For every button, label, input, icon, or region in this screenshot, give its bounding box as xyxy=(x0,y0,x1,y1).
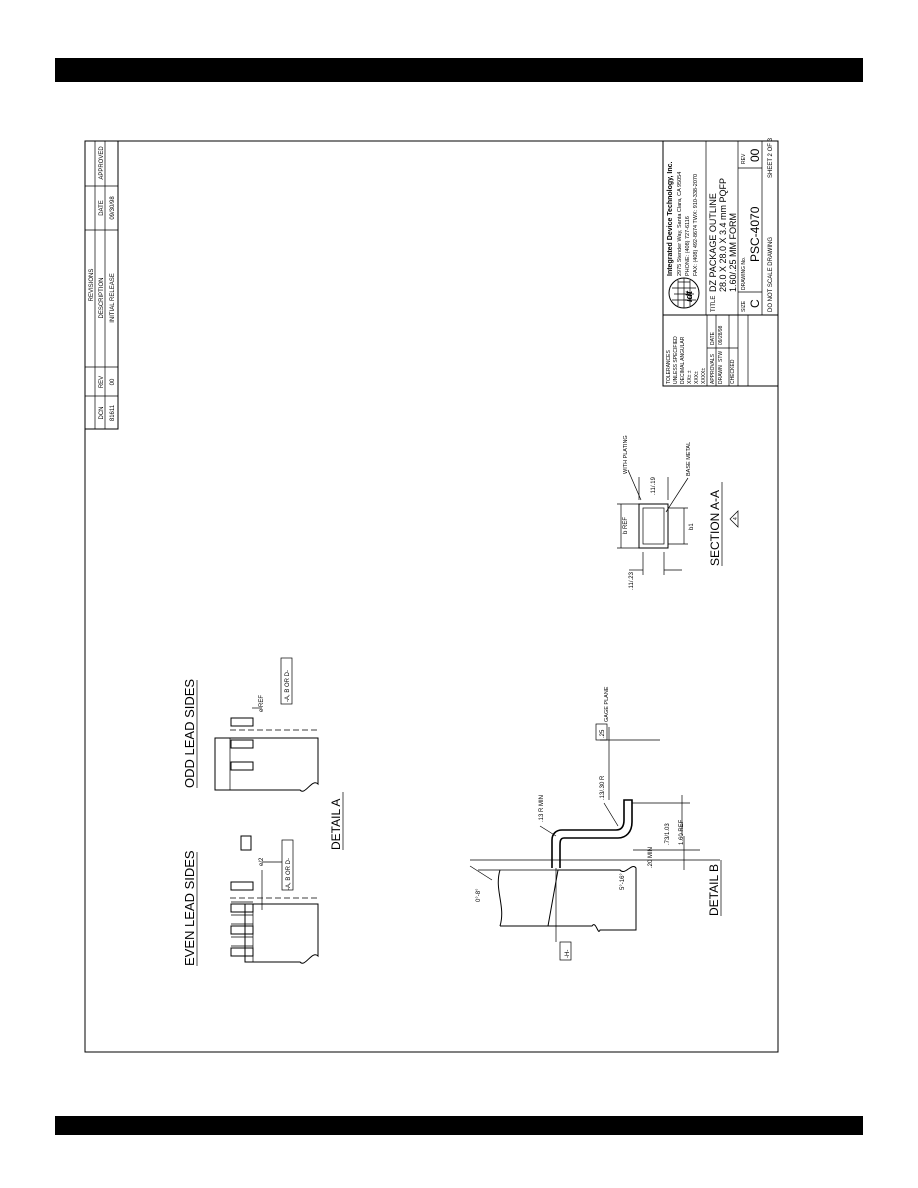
revisions-block: REVISIONS DCN REV DESCRIPTION DATE APPRO… xyxy=(84,140,119,430)
company-address: 2975 Stender Way, Santa Clara, CA 95054 xyxy=(677,172,683,276)
even-lead-sides-view: EVEN LEAD SIDES -A, B OR D- e/2 xyxy=(182,835,320,966)
dim-e-ref-odd: e REF xyxy=(259,695,265,712)
detail-b-title: DETAIL B xyxy=(707,864,721,916)
title-line-2: 28.0 X 28.0 X 3.4 mm PQFP xyxy=(718,178,728,292)
company-phone: PHONE: (408) 727-6116 xyxy=(685,216,691,276)
sheet-number: SHEET 2 OF 3 xyxy=(768,137,774,178)
title-block: TOLERANCES UNLESS SPECIFIED DECIMAL ANGU… xyxy=(662,137,779,387)
bottom-black-bar xyxy=(55,1116,863,1135)
section-ref-marker: 4 xyxy=(733,517,739,520)
dim-foot-len: .73/1.03 xyxy=(665,823,671,845)
datum-h: -H- xyxy=(565,950,571,958)
title-line-3: 1.60/.25 MM FORM xyxy=(728,213,738,292)
drawing-no-label: DRAWING No. xyxy=(741,257,747,290)
dim-b1: b1 xyxy=(689,523,695,530)
dim-standoff: .20 MIN xyxy=(648,847,654,868)
even-datum-label: -A, B OR D- xyxy=(286,858,292,890)
odd-lead-sides-title: ODD LEAD SIDES xyxy=(182,679,197,788)
rev-header-approved: APPROVED xyxy=(99,146,105,180)
gage-flag: .25 xyxy=(600,729,606,738)
label-base-metal: BASE METAL xyxy=(686,442,692,476)
tol-line-3: DECIMAL ANGULAR xyxy=(680,336,686,384)
date-label: DATE xyxy=(710,331,716,345)
label-with-plating: WITH PLATING xyxy=(623,435,629,474)
do-not-scale: DO NOT SCALE DRAWING xyxy=(768,237,774,312)
tol-line-6: XXXX± xyxy=(701,368,707,384)
size-label: SIZE xyxy=(741,300,747,312)
tol-line-1: TOLERANCES xyxy=(666,350,672,384)
company-name: Integrated Device Technology, Inc. xyxy=(667,161,674,276)
even-lead-sides-title: EVEN LEAD SIDES xyxy=(182,850,197,966)
rev-row-rev: 00 xyxy=(110,378,116,385)
tol-line-5: XXX± xyxy=(694,371,700,384)
size-value: C xyxy=(748,299,762,308)
dim-r-range: .13/.30 R xyxy=(600,775,606,800)
dim-thk-bot: .11/.23 xyxy=(629,571,635,590)
drawn-label: DRAWN xyxy=(718,365,724,384)
dim-thk-top: .11/.19 xyxy=(651,476,657,495)
idt-logo: idt xyxy=(668,277,700,309)
rev-header-dcn: DCN xyxy=(99,407,105,420)
logo-text: idt xyxy=(684,290,694,302)
checked-label: CHECKED xyxy=(730,359,736,384)
angle-left: 0°-8° xyxy=(476,888,482,902)
rev-header-rev: REV xyxy=(99,376,105,388)
drawn-date: 09/28/98 xyxy=(718,325,724,345)
drawn-by: STW xyxy=(718,351,724,362)
title-line-1: DZ PACKAGE OUTLINE xyxy=(708,193,718,292)
rev-value: 00 xyxy=(748,148,762,162)
rev-row-dcn: 81611 xyxy=(110,404,116,421)
section-a-a: b REF b1 .11/.19 .11/.23 WITH PLATING BA… xyxy=(617,435,739,590)
drawing-no: PSC-4070 xyxy=(748,206,762,262)
rev-header-description: DESCRIPTION xyxy=(99,277,105,318)
drawing-border xyxy=(84,140,779,1053)
rev-row-description: INITIAL RELEASE xyxy=(110,273,116,322)
dim-e-half: e/2 xyxy=(259,857,265,866)
section-aa-title: SECTION A-A xyxy=(708,490,722,566)
rev-row-date: 09/30/98 xyxy=(110,196,116,220)
dim-b-ref: b REF xyxy=(623,517,629,534)
tol-line-2: UNLESS SPECIFIED xyxy=(673,336,679,384)
dim-foot-ref: 1.60 REF xyxy=(679,819,685,845)
odd-lead-sides-view: ODD LEAD SIDES e REF -A, B OR D- DETAIL … xyxy=(182,657,344,850)
rev-label: REV xyxy=(741,153,747,164)
top-black-bar xyxy=(55,58,863,82)
revisions-title: REVISIONS xyxy=(89,269,95,302)
rev-header-date: DATE xyxy=(99,200,105,216)
approvals-label: APPROVALS xyxy=(710,353,716,384)
gage-plane-label: GAGE PLANE xyxy=(604,686,610,722)
dim-r-min: .13 R MIN xyxy=(539,795,545,822)
detail-a-title: DETAIL A xyxy=(329,799,343,850)
angle-mid: 5°-16° xyxy=(620,873,626,890)
detail-b-view: .25 GAGE PLANE .13 R MIN .13/.30 R .73/1… xyxy=(469,686,722,961)
odd-datum-label: -A, B OR D- xyxy=(285,670,291,702)
title-label: TITLE xyxy=(711,296,717,312)
company-fax: FAX: (408) 492-8674 TWX: 910-338-2070 xyxy=(693,174,699,276)
tol-line-4: XX± ± xyxy=(687,370,693,384)
